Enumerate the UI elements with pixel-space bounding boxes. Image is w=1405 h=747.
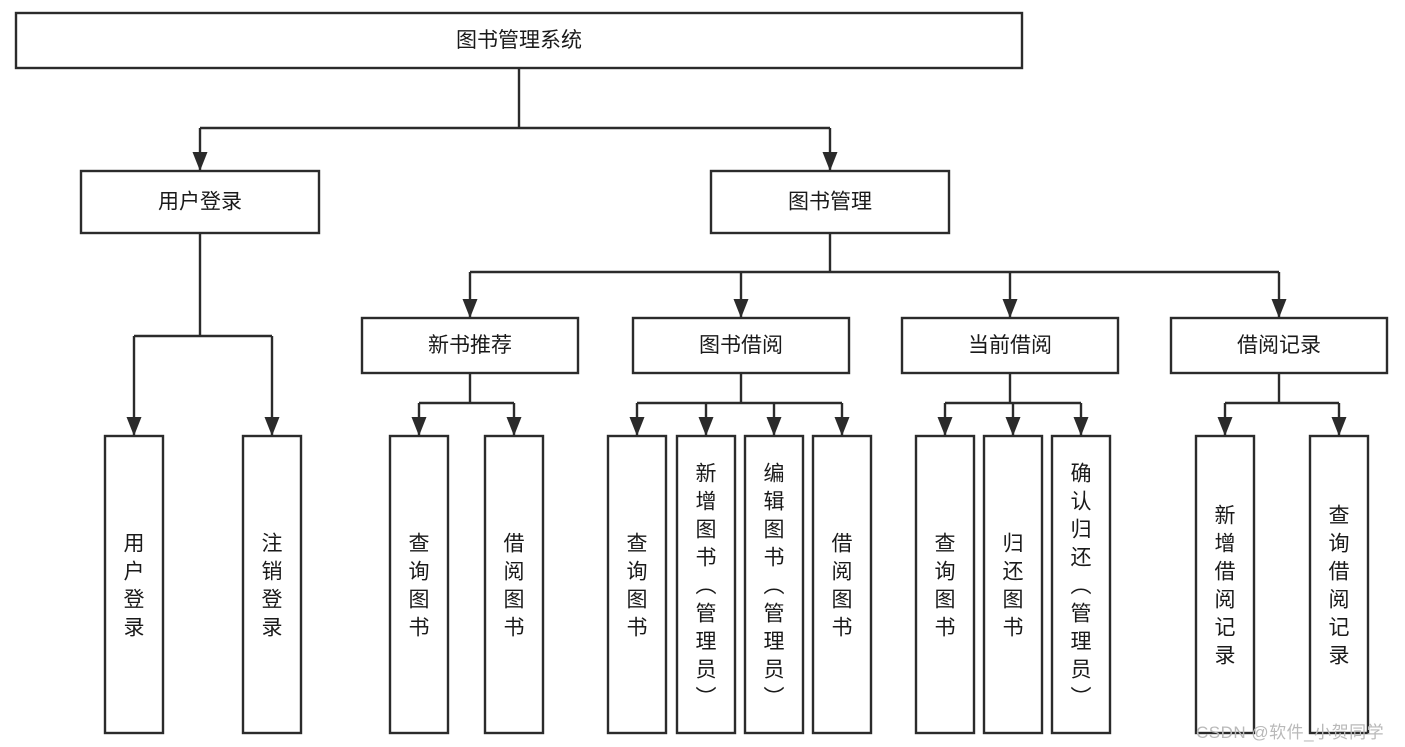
node-box-op-add-borrow-record[interactable]: [1194, 434, 1256, 735]
node-label-book-borrow: 图书借阅: [699, 334, 783, 357]
node-label-op-query-book-borrow: 查询图书: [627, 532, 648, 639]
node-label-op-return-book: 归还图书: [1003, 532, 1024, 639]
connector-arrowhead: [126, 417, 142, 436]
node-new-book-recommend[interactable]: 新书推荐: [360, 316, 580, 375]
node-current-borrow[interactable]: 当前借阅: [900, 316, 1120, 375]
node-label-op-query-book-new: 查询图书: [409, 532, 430, 639]
connector-group-root-to-modules: [192, 68, 838, 171]
connector-group-bookmanage-to-submodules: [462, 233, 1287, 318]
node-box-borrow-record[interactable]: [1169, 316, 1389, 375]
node-label-book-manage: 图书管理: [788, 191, 872, 214]
node-label-user-login: 用户登录: [158, 191, 242, 214]
connector-arrowhead: [264, 417, 280, 436]
node-layer: 图书管理系统用户登录图书管理新书推荐图书借阅当前借阅借阅记录用户登录注销登录查询…: [14, 11, 1389, 735]
connector-arrowhead: [1271, 299, 1287, 318]
connector-arrowhead: [733, 299, 749, 318]
connector-arrowhead: [822, 152, 838, 171]
connector-arrowhead: [1002, 299, 1018, 318]
node-box-op-edit-book[interactable]: [743, 434, 805, 735]
node-box-op-borrow-book[interactable]: [811, 434, 873, 735]
node-op-borrow-book-new[interactable]: 借阅图书: [483, 434, 545, 735]
node-box-op-user-logout[interactable]: [241, 434, 303, 735]
connector-arrowhead: [411, 417, 427, 436]
connector-arrowhead: [506, 417, 522, 436]
node-box-op-borrow-book-new[interactable]: [483, 434, 545, 735]
node-label-op-borrow-book: 借阅图书: [832, 532, 853, 639]
node-box-book-manage[interactable]: [709, 169, 951, 235]
connector-arrowhead: [462, 299, 478, 318]
node-box-book-borrow[interactable]: [631, 316, 851, 375]
connector-arrowhead: [937, 417, 953, 436]
node-label-op-add-borrow-record: 新增借阅记录: [1215, 504, 1236, 667]
node-label-op-query-borrow-record: 查询借阅记录: [1329, 504, 1350, 667]
node-op-query-book-new[interactable]: 查询图书: [388, 434, 450, 735]
node-op-query-book-borrow[interactable]: 查询图书: [606, 434, 668, 735]
node-box-op-query-book-borrow[interactable]: [606, 434, 668, 735]
node-root[interactable]: 图书管理系统: [14, 11, 1024, 70]
node-label-op-confirm-return: 确认归还︵管理员︶: [1071, 462, 1092, 709]
connector-arrowhead: [629, 417, 645, 436]
connector-arrowhead: [766, 417, 782, 436]
node-op-add-borrow-record[interactable]: 新增借阅记录: [1194, 434, 1256, 735]
node-box-op-confirm-return[interactable]: [1050, 434, 1112, 735]
connector-arrowhead: [1217, 417, 1233, 436]
node-borrow-record[interactable]: 借阅记录: [1169, 316, 1389, 375]
node-label-root: 图书管理系统: [456, 29, 582, 52]
connector-group-bookborrow-to-ops: [629, 373, 850, 436]
node-label-op-query-book-current: 查询图书: [935, 532, 956, 639]
node-user-login[interactable]: 用户登录: [79, 169, 321, 235]
connector-arrowhead: [834, 417, 850, 436]
connector-group-borrowrecord-to-ops: [1217, 373, 1347, 436]
node-op-borrow-book[interactable]: 借阅图书: [811, 434, 873, 735]
node-op-confirm-return[interactable]: 确认归还︵管理员︶: [1050, 434, 1112, 735]
connector-layer: [126, 68, 1347, 436]
node-label-op-borrow-book-new: 借阅图书: [504, 532, 525, 639]
node-box-op-query-book-new[interactable]: [388, 434, 450, 735]
connector-arrowhead: [1073, 417, 1089, 436]
node-op-return-book[interactable]: 归还图书: [982, 434, 1044, 735]
node-op-user-login[interactable]: 用户登录: [103, 434, 165, 735]
connector-group-userlogin-to-ops: [126, 233, 280, 436]
node-book-manage[interactable]: 图书管理: [709, 169, 951, 235]
node-label-op-edit-book: 编辑图书︵管理员︶: [764, 462, 785, 709]
connector-group-currentborrow-to-ops: [937, 373, 1089, 436]
node-op-query-borrow-record[interactable]: 查询借阅记录: [1308, 434, 1370, 735]
node-box-op-user-login[interactable]: [103, 434, 165, 735]
node-label-current-borrow: 当前借阅: [968, 334, 1052, 357]
node-op-edit-book[interactable]: 编辑图书︵管理员︶: [743, 434, 805, 735]
node-label-op-user-logout: 注销登录: [262, 532, 283, 639]
node-box-op-add-book[interactable]: [675, 434, 737, 735]
connector-group-newbook-to-ops: [411, 373, 522, 436]
connector-arrowhead: [1331, 417, 1347, 436]
node-box-user-login[interactable]: [79, 169, 321, 235]
connector-arrowhead: [1005, 417, 1021, 436]
node-box-op-query-borrow-record[interactable]: [1308, 434, 1370, 735]
node-box-root[interactable]: [14, 11, 1024, 70]
node-box-op-query-book-current[interactable]: [914, 434, 976, 735]
node-label-borrow-record: 借阅记录: [1237, 334, 1321, 357]
node-box-new-book-recommend[interactable]: [360, 316, 580, 375]
node-label-new-book-recommend: 新书推荐: [428, 334, 512, 357]
node-op-user-logout[interactable]: 注销登录: [241, 434, 303, 735]
node-book-borrow[interactable]: 图书借阅: [631, 316, 851, 375]
node-op-add-book[interactable]: 新增图书︵管理员︶: [675, 434, 737, 735]
connector-arrowhead: [192, 152, 208, 171]
node-label-op-add-book: 新增图书︵管理员︶: [696, 462, 717, 709]
node-op-query-book-current[interactable]: 查询图书: [914, 434, 976, 735]
node-label-op-user-login: 用户登录: [124, 532, 145, 639]
node-box-op-return-book[interactable]: [982, 434, 1044, 735]
connector-arrowhead: [698, 417, 714, 436]
node-box-current-borrow[interactable]: [900, 316, 1120, 375]
